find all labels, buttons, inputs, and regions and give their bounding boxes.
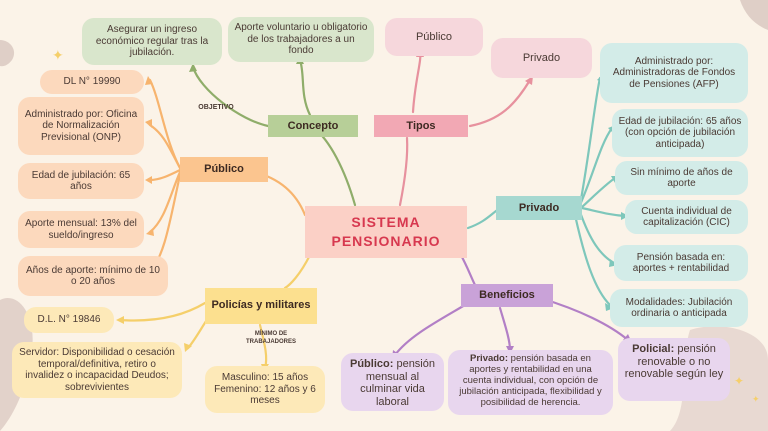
central-topic: SISTEMA PENSIONARIO — [305, 206, 467, 258]
privado-item: Modalidades: Jubilación ordinaria o anti… — [610, 289, 748, 327]
privado-item: Cuenta individual de capitalización (CIC… — [625, 200, 748, 234]
privado-header: Privado — [496, 196, 582, 220]
beneficios-header: Beneficios — [461, 284, 553, 307]
publico-item: Años de aporte: mínimo de 10 o 20 años — [18, 256, 168, 296]
objetivo-label: OBJETIVO — [198, 104, 234, 111]
privado-item: Edad de jubilación: 65 años (con opción … — [612, 109, 748, 157]
decor-blob-top — [740, 0, 768, 30]
policias-servidor: Servidor: Disponibilidad o cesación temp… — [12, 342, 182, 398]
publico-item: DL N° 19990 — [40, 70, 144, 94]
privado-item: Sin mínimo de años de aporte — [615, 161, 748, 195]
publico-header: Público — [180, 157, 268, 182]
minimo-label: MÍNIMO DE TRABAJADORES — [245, 331, 296, 345]
policias-dl: D.L. N° 19846 — [24, 307, 114, 333]
beneficio-publico: Público: pensión mensual al culminar vid… — [341, 353, 444, 411]
beneficio-policial-text: pensión renovable o no renovable según l… — [624, 343, 724, 381]
tipos-header: Tipos — [374, 115, 468, 137]
concepto-objetivo: Asegurar un ingreso económico regular tr… — [82, 18, 222, 65]
beneficio-publico-text: pensión mensual al culminar vida laboral — [360, 358, 435, 408]
central-topic-line2: PENSIONARIO — [331, 233, 441, 249]
beneficio-policial: Policial: pensión renovable o no renovab… — [618, 338, 730, 401]
concepto-header: Concepto — [268, 115, 358, 137]
publico-item: Administrado por: Oficina de Normalizaci… — [18, 97, 144, 155]
decor-blob-top-left — [0, 40, 15, 67]
tipos-publico: Público — [385, 18, 483, 56]
publico-item: Edad de jubilación: 65 años — [18, 163, 144, 199]
beneficio-privado-title: Privado: — [470, 353, 509, 364]
policias-header: Policías y militares — [205, 288, 317, 324]
star-icon: ✦ — [752, 394, 760, 404]
privado-item: Pensión basada en: aportes + rentabilida… — [614, 245, 748, 281]
concepto-aporte: Aporte voluntario u obligatorio de los t… — [228, 17, 374, 62]
policias-minimo: Masculino: 15 años Femenino: 12 años y 6… — [205, 366, 325, 413]
publico-item: Aporte mensual: 13% del sueldo/ingreso — [18, 211, 144, 248]
star-icon: ✦ — [52, 47, 64, 63]
central-topic-line1: SISTEMA — [351, 214, 421, 231]
beneficio-publico-title: Público: — [350, 358, 394, 370]
beneficio-privado: Privado: pensión basada en aportes y ren… — [448, 350, 613, 415]
beneficio-policial-title: Policial: — [632, 343, 675, 355]
beneficio-privado-text: pensión basada en aportes y rentabilidad… — [459, 353, 602, 408]
privado-item: Administrado por: Administradoras de Fon… — [600, 43, 748, 103]
tipos-privado: Privado — [491, 38, 592, 78]
star-icon: ✦ — [734, 374, 744, 388]
